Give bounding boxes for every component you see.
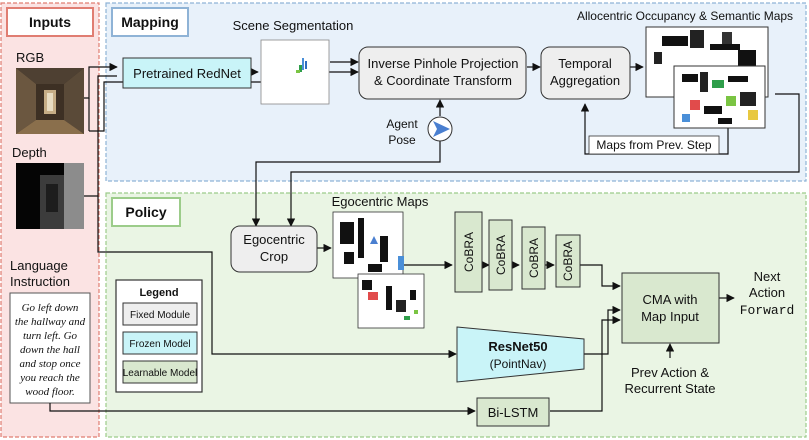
maps-prev-step-label: Maps from Prev. Step <box>596 138 711 152</box>
resnet50-sublabel: (PointNav) <box>490 357 547 371</box>
projection-label-1: Inverse Pinhole Projection <box>367 56 518 71</box>
next-action-value: Forward <box>740 303 795 318</box>
rgb-image <box>16 68 84 134</box>
depth-image <box>16 163 84 229</box>
cma-label-1: CMA with <box>643 292 698 307</box>
legend: Legend Fixed Module Frozen Model Learnab… <box>115 279 203 393</box>
next-action-label-2: Action <box>749 285 785 300</box>
cobra-label: CoBRA <box>462 232 476 272</box>
inputs-title: Inputs <box>29 14 71 30</box>
resnet50-label: ResNet50 <box>488 339 547 354</box>
cobra-blocks: CoBRA CoBRA CoBRA CoBRA <box>454 211 581 293</box>
projection-label-2: & Coordinate Transform <box>374 73 512 88</box>
instruction-box: Go left down the hallway and turn left. … <box>9 292 91 404</box>
temporal-label-2: Aggregation <box>550 73 620 88</box>
agent-pose-label-2: Pose <box>388 133 416 147</box>
cma-label-2: Map Input <box>641 309 699 324</box>
legend-title: Legend <box>139 287 178 299</box>
mapping-title: Mapping <box>121 14 179 30</box>
instruction-line: turn left. Go <box>23 330 78 342</box>
next-action: Next Action Forward <box>740 269 795 318</box>
depth-label: Depth <box>12 145 47 160</box>
language-label-1: Language <box>10 258 68 273</box>
policy-title: Policy <box>125 204 166 220</box>
scene-segmentation-label: Scene Segmentation <box>233 18 354 33</box>
egocentric-maps-label: Egocentric Maps <box>332 194 429 209</box>
agent-pose: Agent Pose <box>386 116 453 147</box>
legend-frozen-label: Frozen Model <box>129 339 190 350</box>
bilstm-label: Bi-LSTM <box>488 405 539 420</box>
scene-segmentation-image <box>260 39 330 105</box>
legend-fixed-label: Fixed Module <box>130 310 190 321</box>
instruction-line: Go left down <box>22 302 79 314</box>
maps-prev-step-box: Maps from Prev. Step <box>588 135 720 155</box>
prev-action-label-1: Prev Action & <box>631 365 709 380</box>
instruction-line: the hallway and <box>15 316 86 328</box>
allocentric-maps-label: Allocentric Occupancy & Semantic Maps <box>577 9 793 23</box>
cma-box: CMA with Map Input <box>621 272 720 344</box>
egocentric-crop-label-2: Crop <box>260 249 288 264</box>
next-action-label-1: Next <box>754 269 781 284</box>
instruction-line: you reach the <box>19 372 80 384</box>
pretrained-rednet-box: Pretrained RedNet <box>122 57 252 89</box>
egocentric-crop-box: Egocentric Crop <box>230 225 318 273</box>
temporal-aggregation-box: Temporal Aggregation <box>540 46 631 100</box>
cobra-label: CoBRA <box>527 238 541 278</box>
egocentric-maps-images <box>332 211 425 329</box>
agent-pose-label-1: Agent <box>386 117 418 131</box>
pretrained-rednet-label: Pretrained RedNet <box>133 66 241 81</box>
cobra-label: CoBRA <box>494 235 508 275</box>
projection-box: Inverse Pinhole Projection & Coordinate … <box>358 46 527 100</box>
language-label-2: Instruction <box>10 274 70 289</box>
bilstm-box: Bi-LSTM <box>476 397 550 427</box>
rgb-label: RGB <box>16 50 44 65</box>
egocentric-crop-label-1: Egocentric <box>243 232 305 247</box>
prev-action-label-2: Recurrent State <box>624 381 715 396</box>
instruction-line: and stop once <box>19 358 80 370</box>
temporal-label-1: Temporal <box>558 56 612 71</box>
cobra-label: CoBRA <box>561 241 575 281</box>
resnet50-block: ResNet50 (PointNav) <box>456 326 585 383</box>
instruction-line: wood floor. <box>25 386 75 398</box>
legend-learnable-label: Learnable Model <box>123 368 198 379</box>
instruction-line: down the hall <box>20 344 80 356</box>
allocentric-maps-images <box>645 26 769 129</box>
